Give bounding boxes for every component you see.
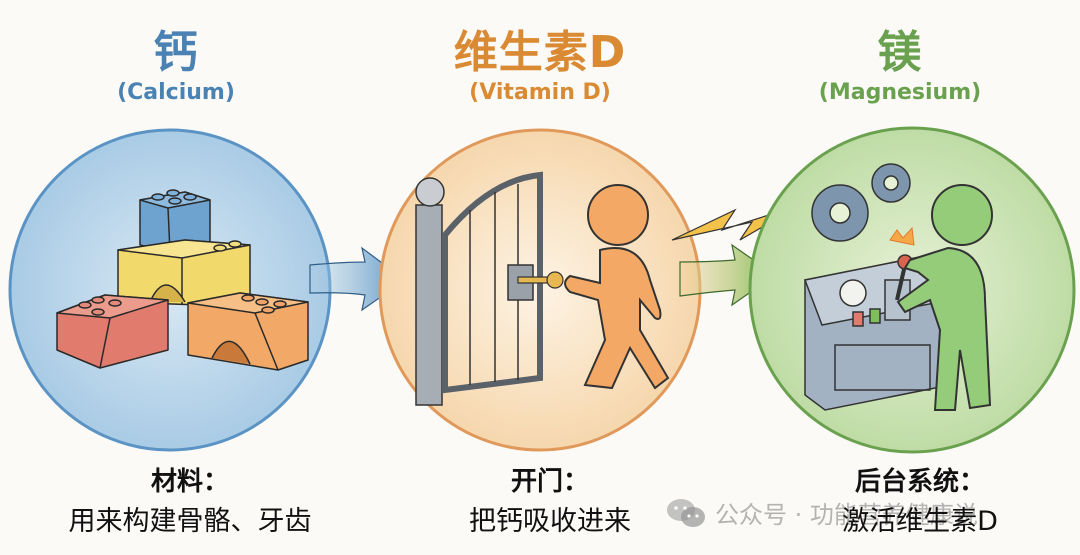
gears-icon [811,163,911,242]
magnesium-circle [748,126,1076,454]
calcium-title-cn: 钙 [153,27,199,78]
wechat-icon [667,498,705,527]
vitamin-d-caption-head: 开门： [510,467,589,497]
key-icon [517,271,564,289]
magnesium-title-en: (Magnesium) [818,80,982,105]
watermark: 公众号 · 功能营养健康说 [665,495,978,530]
calcium-caption-head: 材料： [150,467,229,497]
calcium-caption-body: 用来构建骨骼、牙齿 [68,506,312,537]
vitamin-d-circle [378,128,702,452]
calcium-caption: 材料： 用来构建骨骼、牙齿 [40,466,340,540]
vitamin-d-title-cn: 维生素D [453,27,627,78]
magnesium-caption-head: 后台系统： [854,467,985,497]
building-blocks-icon [56,189,309,371]
magnesium-title-cn: 镁 [877,27,923,78]
person-orange-icon [564,184,670,390]
calcium-title: 钙 (Calcium) [46,28,306,106]
vitamin-d-caption-body: 把钙吸收进来 [469,506,631,537]
person-green-icon [896,184,993,411]
vitamin-d-title: 维生素D (Vitamin D) [410,28,670,106]
magnesium-caption-body: 激活维生素D [842,506,998,537]
gate-icon [415,171,543,406]
magnesium-title: 镁 (Magnesium) [770,28,1030,106]
vitamin-d-caption: 开门： 把钙吸收进来 [420,466,680,540]
vitamin-d-title-en: (Vitamin D) [469,80,611,105]
calcium-circle [8,128,332,452]
spark-icon [889,226,915,246]
magnesium-caption: 后台系统： 激活维生素D [800,466,1040,540]
calcium-title-en: (Calcium) [117,80,235,105]
watermark-text: 公众号 · 功能营养健康说 [715,501,978,529]
